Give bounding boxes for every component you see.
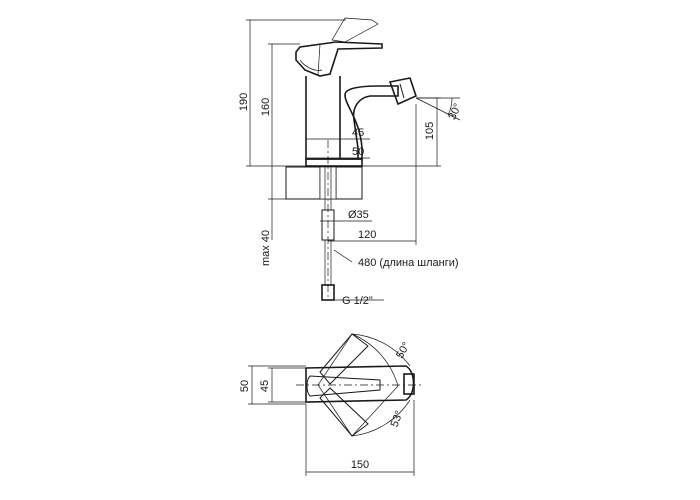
label-overall-height: 190 xyxy=(238,93,250,111)
top-aerator xyxy=(403,373,415,395)
faucet-body xyxy=(305,76,399,167)
label-base-45: 45 xyxy=(352,127,364,139)
label-nozzle-tilt: 30° xyxy=(446,102,464,122)
lever-position-right xyxy=(319,387,369,437)
label-rotation-lower: 53° xyxy=(389,409,406,429)
label-top-width-45: 45 xyxy=(259,380,271,392)
side-view: 190 160 max 40 105 30° 45 50 Ø35 120 480… xyxy=(238,17,464,307)
label-hole-diameter: Ø35 xyxy=(348,209,369,221)
label-reach: 120 xyxy=(358,229,376,241)
side-dimension-lines xyxy=(246,19,461,301)
label-top-width-50: 50 xyxy=(239,380,251,392)
label-rotation-upper: 50° xyxy=(394,340,413,360)
label-hose-length: 480 (длина шланги) xyxy=(358,257,459,269)
top-view: 50 45 150 50° 53° xyxy=(239,333,424,476)
label-nozzle-height: 105 xyxy=(424,122,436,140)
lever-position-left xyxy=(319,333,369,385)
label-thread: G 1/2" xyxy=(342,295,373,307)
label-max-mount: max 40 xyxy=(260,230,272,266)
label-base-50: 50 xyxy=(352,146,364,158)
aerator-nozzle xyxy=(388,77,417,106)
lever-position-center xyxy=(306,375,381,397)
label-top-length: 150 xyxy=(351,459,369,471)
mounting-block xyxy=(285,166,363,210)
label-body-height: 160 xyxy=(260,98,272,116)
lever-handle xyxy=(295,17,383,77)
top-dimension-lines xyxy=(248,365,415,476)
top-dimension-labels: 50 45 150 50° 53° xyxy=(239,340,413,471)
rotation-sweep xyxy=(317,333,399,437)
